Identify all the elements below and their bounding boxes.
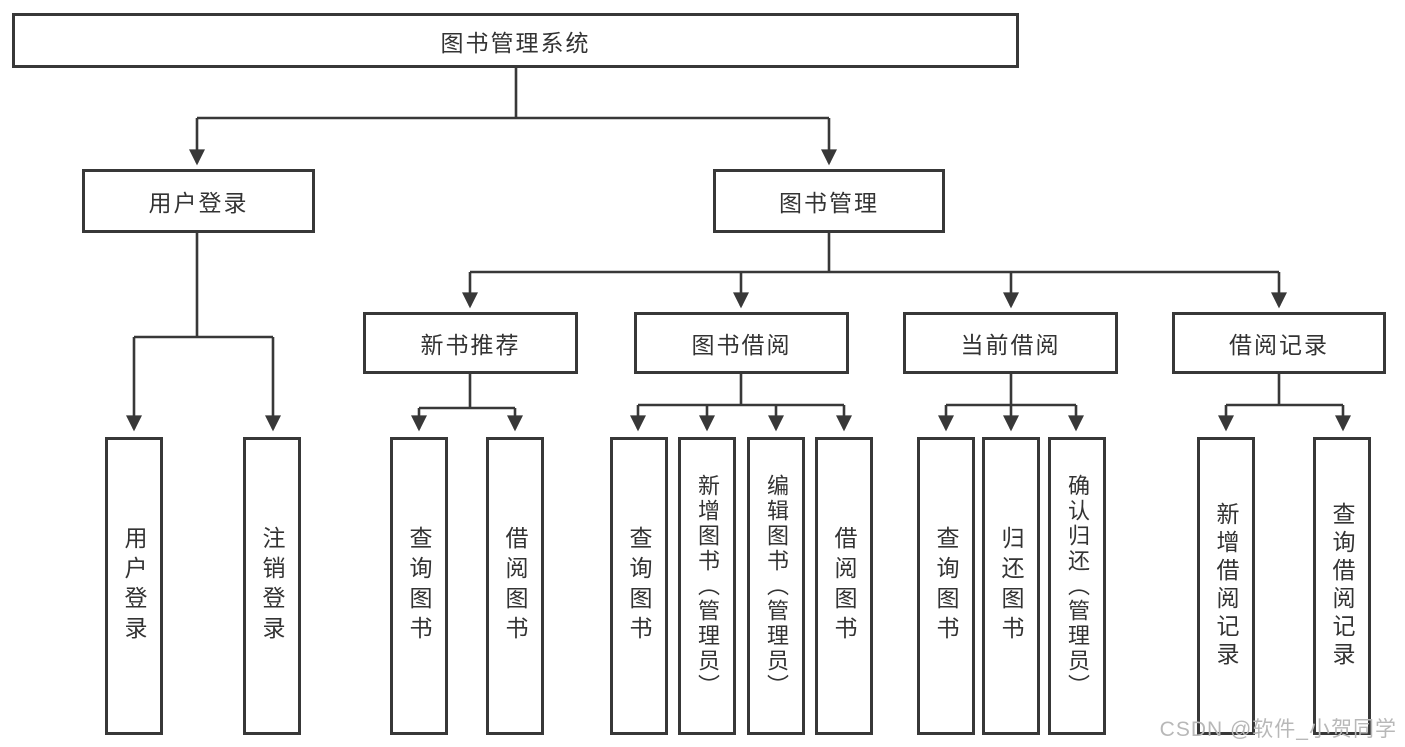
leaf-cb-confirm-return-admin-label: 确认归还（管理员） — [1065, 473, 1090, 699]
node-book-borrowing: 图书借阅 — [634, 312, 849, 374]
leaf-cb-query-books: 查询图书 — [917, 437, 975, 735]
leaf-nb-query-books: 查询图书 — [390, 437, 448, 735]
leaf-nb-borrow-books: 借阅图书 — [486, 437, 544, 735]
leaf-bb-edit-books-admin-label: 编辑图书（管理员） — [764, 473, 789, 699]
leaf-cb-query-books-label: 查询图书 — [933, 526, 959, 646]
leaf-nb-borrow-books-label: 借阅图书 — [502, 526, 528, 646]
leaf-bb-edit-books-admin: 编辑图书（管理员） — [747, 437, 805, 735]
node-user-login: 用户登录 — [82, 169, 315, 233]
leaf-logout-label: 注销登录 — [259, 526, 285, 646]
node-library-management-system: 图书管理系统 — [12, 13, 1019, 68]
node-borrowing-records: 借阅记录 — [1172, 312, 1386, 374]
leaf-bb-add-books-admin: 新增图书（管理员） — [678, 437, 736, 735]
leaf-br-add-record: 新增借阅记录 — [1197, 437, 1255, 735]
connector-trunk-lines — [134, 68, 1343, 410]
csdn-watermark: CSDN @软件_小贺同学 — [1159, 718, 1397, 741]
leaf-user-login-label: 用户登录 — [121, 526, 147, 646]
leaf-bb-borrow-books-label: 借阅图书 — [831, 526, 857, 646]
leaf-cb-confirm-return-admin: 确认归还（管理员） — [1048, 437, 1106, 735]
leaf-cb-return-books: 归还图书 — [982, 437, 1040, 735]
leaf-cb-return-books-label: 归还图书 — [998, 526, 1024, 646]
leaf-br-query-record-label: 查询借阅记录 — [1329, 502, 1355, 670]
leaf-bb-query-books-label: 查询图书 — [626, 526, 652, 646]
leaf-br-add-record-label: 新增借阅记录 — [1213, 502, 1239, 670]
connector-arrows — [126, 118, 1351, 432]
node-new-book-recommend: 新书推荐 — [363, 312, 578, 374]
leaf-br-query-record: 查询借阅记录 — [1313, 437, 1371, 735]
node-book-management: 图书管理 — [713, 169, 945, 233]
leaf-nb-query-books-label: 查询图书 — [406, 526, 432, 646]
leaf-bb-add-books-admin-label: 新增图书（管理员） — [695, 473, 720, 699]
node-current-borrowing: 当前借阅 — [903, 312, 1118, 374]
leaf-user-login: 用户登录 — [105, 437, 163, 735]
leaf-bb-query-books: 查询图书 — [610, 437, 668, 735]
leaf-logout: 注销登录 — [243, 437, 301, 735]
leaf-bb-borrow-books: 借阅图书 — [815, 437, 873, 735]
